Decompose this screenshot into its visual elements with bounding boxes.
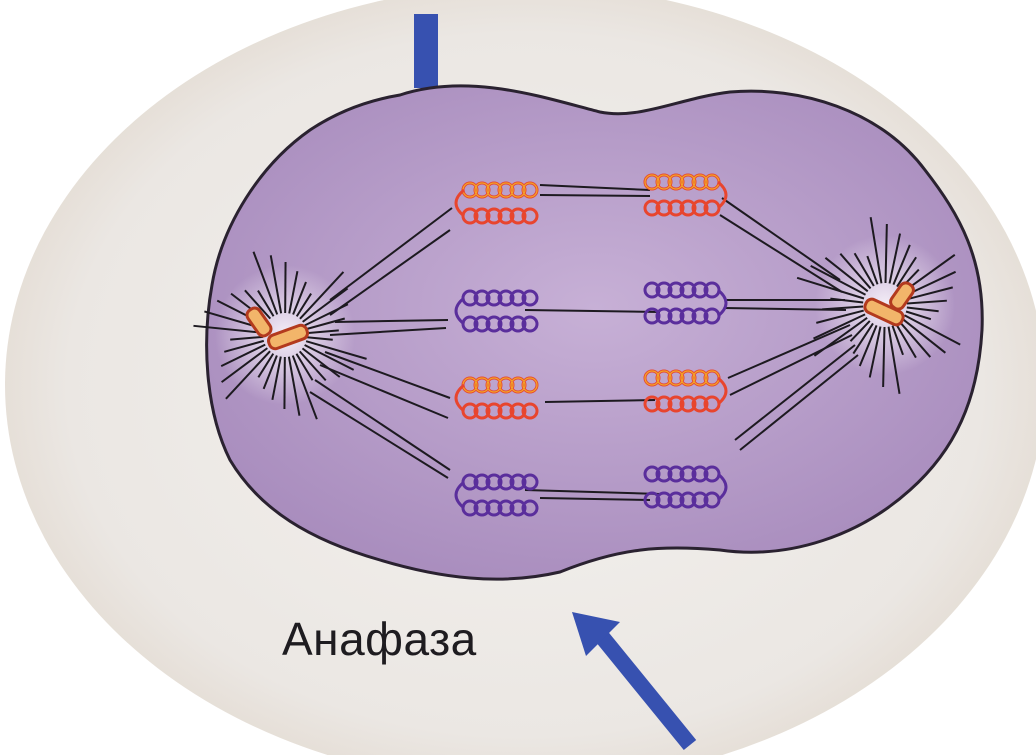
stage-label: Анафаза (282, 612, 477, 666)
aster-ray (886, 224, 887, 283)
chromosome-coil (645, 201, 719, 215)
chromosome-coil (645, 309, 719, 323)
chromosome-coil (645, 493, 719, 507)
chromosome-coil (645, 283, 719, 297)
chromosome-coil (645, 467, 719, 481)
chromosome-coil (463, 501, 537, 515)
chromosome-coil (463, 404, 537, 418)
chromosome-coil (463, 291, 537, 305)
chromosome-coil (463, 475, 537, 489)
chromosome-coil (463, 317, 537, 331)
chromosome-coil (645, 397, 719, 411)
top-arrow (414, 14, 438, 88)
chromosome-coil (463, 209, 537, 223)
spindle-fiber (540, 195, 650, 196)
aster-ray (883, 327, 884, 387)
